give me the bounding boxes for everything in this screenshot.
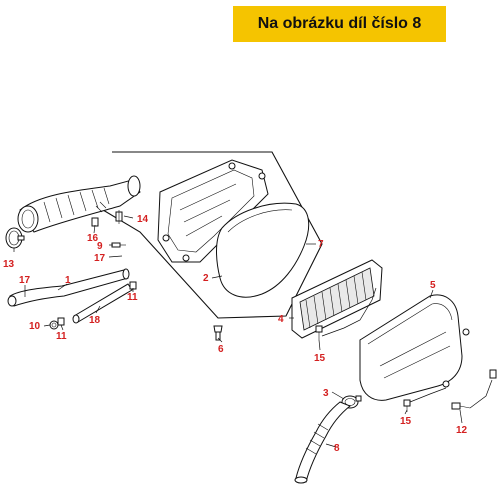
- callout-1: 1: [65, 275, 71, 286]
- callout-16: 16: [87, 233, 99, 244]
- callout-14: 14: [137, 214, 149, 225]
- callout-17-center: 17: [94, 253, 106, 264]
- callout-10: 10: [29, 321, 41, 332]
- screw-14: [115, 210, 123, 224]
- callout-2: 2: [203, 273, 209, 284]
- intake-tube-8: [294, 401, 351, 484]
- callout-9: 9: [97, 241, 103, 252]
- callout-8: 8: [334, 443, 340, 454]
- air-box-cover: [216, 202, 310, 298]
- callout-6: 6: [218, 344, 224, 355]
- screw-9: [111, 242, 126, 248]
- assembly-outline: [97, 151, 323, 319]
- callout-15-lower: 15: [400, 416, 412, 427]
- screw-15-lower: [403, 399, 411, 412]
- intake-duct: [17, 175, 141, 233]
- leader-lines: [13, 215, 493, 448]
- filter-element: [291, 259, 383, 339]
- callout-11-left: 11: [56, 331, 67, 342]
- callout-18: 18: [89, 315, 101, 326]
- callout-15-upper: 15: [314, 353, 326, 364]
- hose-clamp: [5, 227, 25, 249]
- callout-17-left: 17: [19, 275, 31, 286]
- callout-4: 4: [278, 314, 284, 325]
- plug-10: [49, 320, 59, 330]
- bolt-6: [213, 325, 223, 341]
- clip-11-right: [129, 281, 137, 290]
- callout-11-right: 11: [127, 292, 138, 303]
- screw-16: [91, 217, 99, 227]
- air-box-case: [359, 294, 470, 401]
- callout-3: 3: [323, 388, 329, 399]
- part-banner: Na obrázku díl číslo 8: [233, 6, 446, 42]
- bolt-12: [451, 369, 497, 410]
- drain-hose: [72, 283, 133, 324]
- callout-7: 7: [318, 239, 324, 250]
- clip-11-left: [57, 317, 65, 326]
- callout-12: 12: [456, 425, 468, 436]
- callout-13: 13: [3, 259, 15, 270]
- callout-5: 5: [430, 280, 436, 291]
- screw-15-upper: [315, 325, 323, 340]
